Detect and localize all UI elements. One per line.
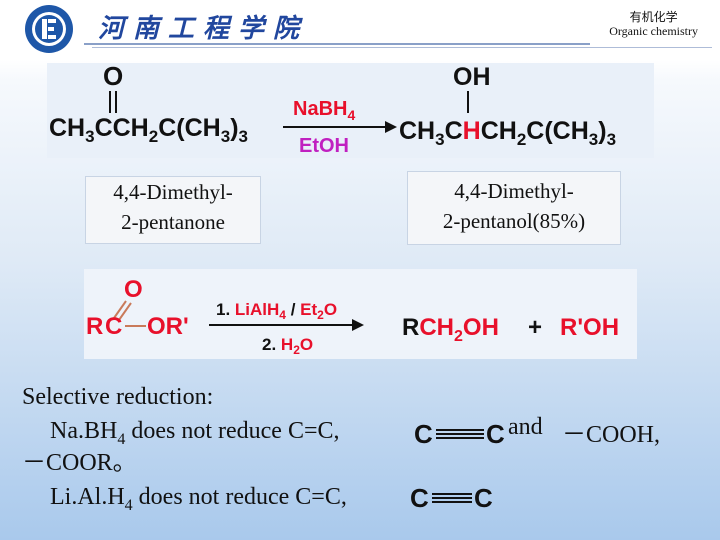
school-name: 河南工程学院 xyxy=(98,14,309,44)
alkyne-symbol-2: C C xyxy=(410,482,500,510)
course-title-cn: 有机化学 xyxy=(629,10,678,24)
header-rule xyxy=(84,43,590,45)
ester-double-bond-a xyxy=(113,300,127,319)
product-name-line2: 2-pentanol(85%) xyxy=(442,209,586,233)
svg-text:C: C xyxy=(486,419,505,446)
plus-sign: + xyxy=(528,314,542,341)
svg-text:C: C xyxy=(414,419,433,446)
product-name-line1: 4,4-Dimethyl- xyxy=(454,179,574,203)
alcohol-product: RCH2OH xyxy=(402,314,499,345)
notes-cooh: －COOH, xyxy=(562,422,661,448)
reagent-nabh4: NaBH4 xyxy=(293,98,355,123)
svg-text:C: C xyxy=(410,483,429,510)
reactant-carbonyl-o: O xyxy=(103,63,123,91)
reactant-name-label: 4,4-Dimethyl- 2-pentanone xyxy=(85,176,261,244)
alcohol-product-2: R'OH xyxy=(560,314,619,341)
reactant-name-line1: 4,4-Dimethyl- xyxy=(113,180,233,204)
notes-lialh4-line: Li.Al.H4 does not reduce C=C, xyxy=(50,484,347,514)
school-logo xyxy=(24,4,74,54)
course-title: 有机化学 Organic chemistry xyxy=(609,10,698,38)
step1-reagents: 1. LiAlH4 / Et2O xyxy=(216,300,337,322)
reactant-formula: CH3CCH2C(CH3)3 xyxy=(49,114,248,146)
notes-nabh4-line: Na.BH4 does not reduce C=C, xyxy=(50,418,340,448)
notes-coor-line: －COOR。 xyxy=(22,450,137,476)
reaction-lialh4-panel: O R C OR' 1. LiAlH4 / Et2O 2. H2O RCH2OH… xyxy=(84,269,637,359)
product-formula: CH3CHCH2C(CH3)3 xyxy=(399,117,616,149)
reagent-etoh: EtOH xyxy=(299,135,349,157)
ester-c: C xyxy=(105,313,122,340)
ester-carbonyl-o: O xyxy=(124,276,143,303)
header-rule-thin xyxy=(92,47,712,48)
product-name-label: 4,4-Dimethyl- 2-pentanol(85%) xyxy=(407,171,621,245)
reaction2-arrowhead xyxy=(352,319,364,331)
svg-text:C: C xyxy=(474,483,493,510)
step2-reagents: 2. H2O xyxy=(262,335,313,357)
ester-or-group: OR' xyxy=(147,313,189,340)
reactant-name-line2: 2-pentanone xyxy=(121,210,225,234)
ester-r: R xyxy=(86,313,103,340)
ester-double-bond-b xyxy=(118,302,132,321)
alkyne-symbol-1: C C xyxy=(414,418,510,446)
product-oh: OH xyxy=(453,63,491,91)
course-title-en: Organic chemistry xyxy=(609,24,698,38)
reaction-arrowhead xyxy=(385,121,397,133)
reaction-nabh4-panel: O CH3CCH2C(CH3)3 NaBH4 EtOH OH CH3CHCH2C… xyxy=(47,63,654,158)
notes-and: and xyxy=(508,414,543,440)
notes-heading: Selective reduction: xyxy=(22,384,214,410)
